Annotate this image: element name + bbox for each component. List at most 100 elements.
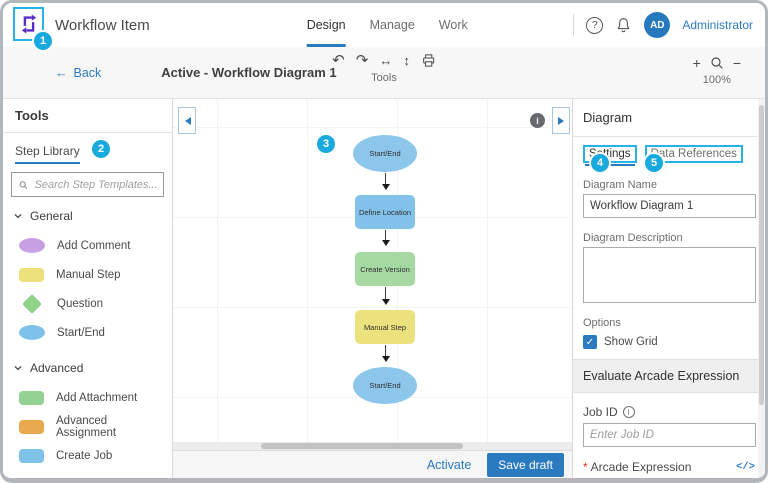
rect-shape-icon [19, 390, 44, 405]
workflow-cycle-icon [21, 14, 36, 34]
step-template-start-end[interactable]: Start/End [3, 318, 172, 347]
step-template-advanced-assignment[interactable]: Advanced Assignment [3, 412, 172, 441]
zoom-level: 100% [702, 74, 731, 86]
job-id-label: Job ID [583, 405, 618, 419]
tab-design[interactable]: Design [306, 3, 346, 47]
save-draft-button[interactable]: Save draft [487, 452, 564, 477]
checkbox-checked-icon[interactable]: ✓ [583, 335, 597, 349]
connector-arrow[interactable] [381, 287, 390, 305]
scrollbar-thumb[interactable] [759, 105, 764, 405]
rect-shape-icon [19, 419, 44, 434]
diagram-canvas[interactable]: i Start/End Define Location Create Versi… [173, 99, 572, 442]
arcade-expression-label: Arcade Expression [590, 460, 692, 474]
collapse-left-panel-button[interactable] [178, 107, 196, 134]
tab-manage[interactable]: Manage [369, 18, 415, 32]
show-grid-option[interactable]: ✓ Show Grid [583, 335, 755, 349]
header-tabs: Design Manage Work [306, 3, 468, 47]
step-template-create-job[interactable]: Create Job [3, 441, 172, 470]
step-search-input[interactable] [34, 178, 157, 191]
horizontal-scrollbar[interactable] [173, 442, 572, 450]
workflow-manager-logo[interactable] [13, 7, 44, 41]
annotation-badge-4: 4 [591, 154, 609, 172]
tab-data-references[interactable]: Data References [644, 145, 743, 163]
step-template-question[interactable]: Question [3, 289, 172, 318]
step-template-manual-step[interactable]: Manual Step [3, 260, 172, 289]
section-label: General [30, 209, 73, 223]
app-header: Workflow Item Design Manage Work ? AD Ad… [3, 3, 765, 47]
connector-arrow[interactable] [381, 173, 390, 190]
section-general[interactable]: General [3, 201, 172, 231]
triangle-right-icon [557, 116, 568, 125]
section-advanced[interactable]: Advanced [3, 353, 172, 383]
step-template-add-attachment[interactable]: Add Attachment [3, 383, 172, 412]
back-arrow-icon: ← [55, 65, 68, 80]
chevron-down-icon [14, 214, 22, 219]
tools-group: ↶ ↷ ↔ ↕ Tools [332, 53, 436, 84]
tab-work[interactable]: Work [438, 18, 468, 32]
user-name[interactable]: Administrator [682, 18, 753, 32]
magnifier-icon[interactable] [709, 55, 725, 71]
help-icon[interactable]: ? [586, 16, 604, 34]
collapse-right-panel-button[interactable] [552, 107, 570, 134]
diagram-name-input[interactable] [583, 194, 756, 218]
avatar[interactable]: AD [644, 12, 671, 38]
annotation-badge-2: 2 [92, 140, 110, 158]
node-start-end-top[interactable]: Start/End [353, 135, 417, 172]
rect-shape-icon [19, 477, 44, 478]
diagram-description-label: Diagram Description [583, 232, 683, 244]
diagram-description-input[interactable] [583, 247, 756, 303]
connector-arrow[interactable] [381, 230, 390, 246]
zoom-out-icon[interactable]: − [732, 55, 741, 71]
back-label: Back [73, 65, 102, 80]
canvas-footer: Activate Save draft [173, 450, 572, 478]
diagram-toolbar: ← Back Active - Workflow Diagram 1 ↶ ↷ ↔… [3, 47, 765, 99]
job-id-input[interactable] [583, 423, 756, 447]
header-actions: ? AD Administrator [573, 3, 753, 47]
ellipse-shape-icon [19, 325, 45, 340]
step-search-box [11, 172, 164, 197]
scrollbar-thumb[interactable] [261, 443, 463, 449]
step-template-add-comment[interactable]: Add Comment [3, 231, 172, 260]
chevron-down-icon [14, 366, 22, 371]
breadcrumb: Active - Workflow Diagram 1 [161, 65, 337, 80]
divider [573, 14, 575, 36]
rect-shape-icon [19, 448, 44, 463]
info-icon[interactable]: i [530, 113, 545, 128]
fit-height-icon[interactable]: ↕ [403, 53, 410, 68]
diagram-name-label: Diagram Name [583, 179, 657, 191]
vertical-scrollbar[interactable] [758, 99, 765, 478]
code-editor-icon[interactable]: </> [736, 461, 755, 473]
rect-shape-icon [19, 267, 44, 282]
ellipse-shape-icon [19, 238, 45, 253]
undo-icon[interactable]: ↶ [332, 52, 345, 69]
diagram-panel: Diagram Settings Data References Diagram… [572, 99, 765, 478]
arcade-section-title: Evaluate Arcade Expression [573, 359, 765, 393]
diagram-panel-tabs: Settings Data References [583, 145, 755, 166]
zoom-in-icon[interactable]: + [692, 55, 701, 71]
fit-width-icon[interactable]: ↔ [379, 53, 393, 68]
annotation-badge-5: 5 [645, 154, 663, 172]
activate-button[interactable]: Activate [426, 457, 472, 472]
tab-step-library[interactable]: Step Library [15, 144, 80, 164]
job-id-info-icon[interactable]: i [622, 406, 635, 418]
back-button[interactable]: ← Back [55, 66, 101, 80]
required-asterisk: * [583, 460, 588, 474]
tools-label: Tools [371, 72, 397, 84]
diagram-panel-title: Diagram [573, 99, 765, 137]
zoom-controls: + − 100% [693, 55, 741, 86]
node-start-end-bottom[interactable]: Start/End [353, 367, 417, 404]
node-manual-step[interactable]: Manual Step [355, 310, 415, 344]
tools-panel: Tools Step Library General Add Comment [3, 99, 173, 478]
node-define-location[interactable]: Define Location [355, 195, 415, 229]
section-label: Advanced [30, 361, 84, 375]
connector-arrow[interactable] [381, 345, 390, 362]
diamond-shape-icon [22, 293, 42, 314]
bell-icon[interactable] [615, 16, 632, 34]
redo-icon[interactable]: ↷ [355, 52, 369, 69]
step-template-define-location[interactable]: Define Location [3, 470, 172, 478]
options-label: Options [583, 317, 621, 329]
print-icon[interactable] [421, 53, 436, 68]
annotation-badge-3: 3 [317, 135, 335, 153]
node-create-version[interactable]: Create Version [355, 252, 415, 286]
